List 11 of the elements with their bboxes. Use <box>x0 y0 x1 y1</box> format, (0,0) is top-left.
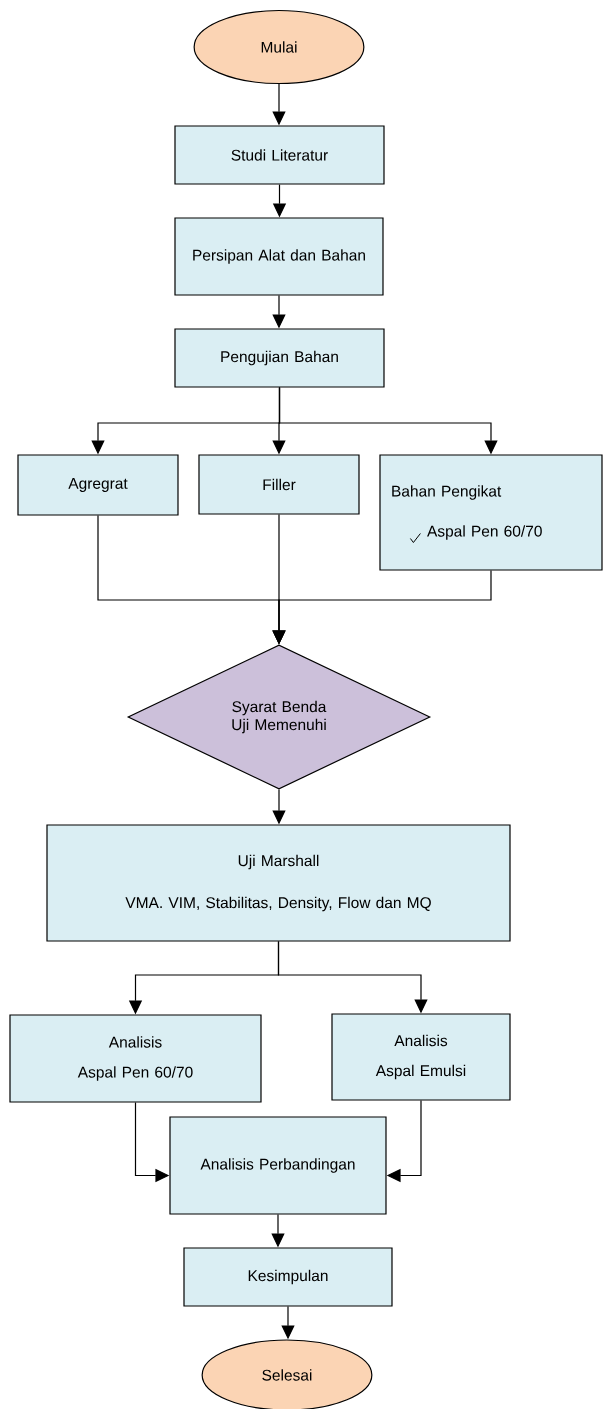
process-box: Analisis Perbandingan <box>169 1116 387 1215</box>
process-box: Persipan Alat dan Bahan <box>174 217 384 296</box>
process-box: Pengujian Bahan <box>174 328 385 388</box>
process-box: Analisis Aspal Pen 60/70 <box>9 1014 262 1103</box>
process-box: Analisis Aspal Emulsi <box>331 1013 511 1101</box>
process-box: Agregrat <box>17 454 179 516</box>
process-box: Uji Marshall VMA. VIM, Stabilitas, Density, Flow dan MQ <box>46 824 511 942</box>
process-box: Studi Literatur <box>174 125 385 185</box>
process-box: Kesimpulan <box>183 1247 393 1307</box>
process-box: Bahan Pengikat Aspal Pen 60/70 <box>379 454 603 571</box>
process-box: Filler <box>198 454 360 515</box>
